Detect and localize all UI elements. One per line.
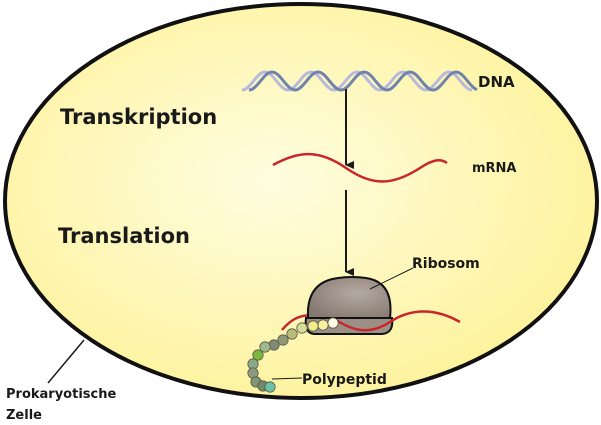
amino-acid-bead: [277, 334, 289, 346]
ribosome-label-pointer: [369, 267, 414, 290]
translation-label: Translation: [58, 224, 190, 248]
mrna-label: mRNA: [472, 161, 517, 176]
amino-acid-bead: [264, 381, 276, 393]
cell-label-pointer: [47, 339, 85, 384]
dna-strand-light: [241, 70, 473, 92]
polypeptide-chain: [247, 317, 339, 393]
amino-acid-bead: [296, 322, 308, 334]
cell-label-line1: Prokaryotische: [6, 387, 116, 402]
dna-label: DNA: [478, 73, 515, 91]
polypeptide-label: Polypeptid: [302, 372, 387, 388]
ribosome-mrna-right: [335, 310, 461, 332]
amino-acid-bead: [259, 341, 271, 353]
ribosome-label: Ribosom: [412, 256, 480, 272]
cell-label-line2: Zelle: [6, 408, 42, 423]
prokaryotic-cell: [3, 2, 599, 400]
amino-acid-bead: [307, 320, 319, 332]
polypeptide-label-pointer: [271, 377, 303, 380]
ribosome-dome: [306, 276, 392, 319]
amino-acid-bead: [317, 319, 329, 331]
amino-acid-bead: [327, 317, 339, 329]
transcription-label: Transkription: [60, 105, 217, 129]
amino-acid-bead: [268, 339, 280, 351]
amino-acid-bead: [286, 328, 298, 340]
mrna-strand: [272, 152, 448, 183]
dna-strand-dark: [248, 70, 478, 92]
amino-acid-bead: [252, 349, 264, 361]
dna-double-helix: [241, 70, 478, 92]
